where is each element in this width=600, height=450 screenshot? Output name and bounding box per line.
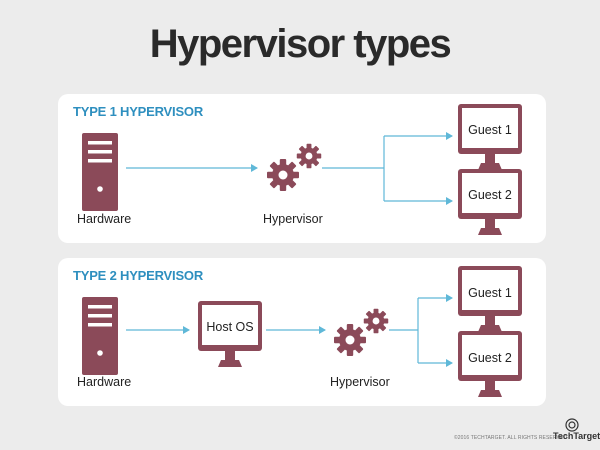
type2-hardware-label: Hardware	[77, 375, 132, 389]
monitor-icon	[458, 169, 522, 235]
page-title: Hypervisor types	[149, 22, 452, 66]
type2-hypervisor-label: Hypervisor	[330, 375, 390, 389]
copyright-text: ©2016 TECHTARGET. ALL RIGHTS RESERVED	[454, 435, 568, 441]
type2-guest1-label: Guest 1	[468, 286, 512, 300]
gear-icon	[334, 324, 366, 356]
monitor-icon	[198, 301, 262, 367]
type1-guest2-label: Guest 2	[468, 188, 512, 202]
type2-label: TYPE 2 HYPERVISOR	[73, 268, 204, 283]
brand-name: TechTarget	[553, 431, 600, 441]
gear-icon	[296, 143, 322, 169]
monitor-icon	[458, 104, 522, 170]
server-icon	[82, 297, 118, 375]
type2-guest2-label: Guest 2	[468, 351, 512, 365]
gear-icon	[363, 308, 389, 334]
type2-hostos-label: Host OS	[206, 320, 254, 334]
type1-hypervisor-label: Hypervisor	[263, 212, 323, 226]
gear-icon	[267, 159, 299, 191]
techtarget-logo-icon	[565, 418, 579, 432]
server-icon	[82, 133, 118, 211]
type1-guest1-label: Guest 1	[468, 123, 512, 137]
type1-hardware-label: Hardware	[77, 212, 132, 226]
type1-label: TYPE 1 HYPERVISOR	[73, 104, 204, 119]
